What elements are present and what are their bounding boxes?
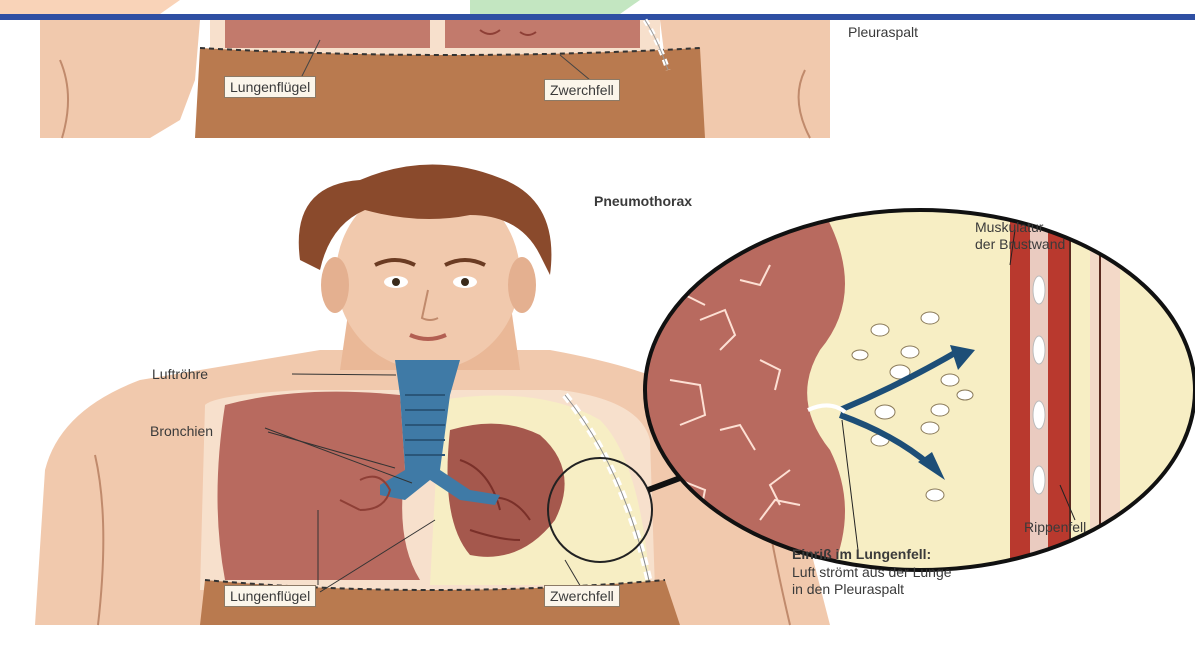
label-zwerchfell-bottom: Zwerchfell [544,585,620,607]
label-einriss-title: Einriß im Lungenfell: [792,546,931,563]
label-pleuraspalt-top: Pleuraspalt [848,24,918,41]
top-torso [40,20,830,138]
label-muskulatur: Muskulatur der Brustwand [975,219,1065,253]
label-lungenfluegel-bottom: Lungenflügel [224,585,316,607]
label-rippenfell: Rippenfell [1024,519,1086,536]
label-lungenfluegel-top: Lungenflügel [224,76,316,98]
label-zwerchfell-top: Zwerchfell [544,79,620,101]
label-luftroehre: Luftröhre [152,366,208,383]
label-bronchien: Bronchien [150,423,213,440]
diagram-title: Pneumothorax [594,193,692,210]
label-einriss-body: Luft strömt aus der Lunge in den Pleuras… [792,564,952,598]
top-banner [0,0,1195,20]
